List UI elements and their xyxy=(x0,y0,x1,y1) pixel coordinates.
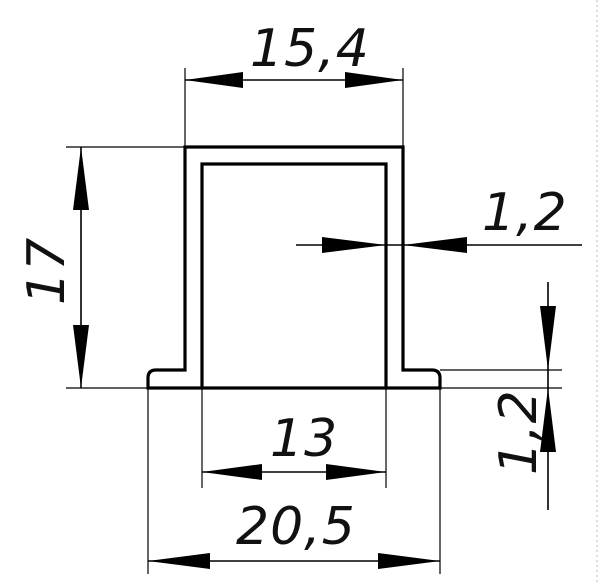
dimension-top-width: 15,4 xyxy=(184,19,404,147)
dimension-label-wall-thickness: 1,2 xyxy=(482,183,568,243)
dimension-height: 17 xyxy=(17,146,185,389)
channel-profile xyxy=(146,145,442,390)
profile-inner-outline xyxy=(200,162,388,388)
dimension-flange-thickness: 1,2 xyxy=(440,282,562,510)
dimension-label-top-width: 15,4 xyxy=(250,19,370,79)
dimension-label-flange-thickness: 1,2 xyxy=(489,389,549,475)
dimension-label-inner-width: 13 xyxy=(270,409,338,469)
dimension-label-base-width: 20,5 xyxy=(236,497,356,557)
dimension-label-height: 17 xyxy=(17,237,77,305)
dimension-wall-thickness: 1,2 xyxy=(296,183,582,253)
profile-outer-outline xyxy=(146,145,442,390)
dimension-base-width: 20,5 xyxy=(147,388,441,574)
dimension-inner-width: 13 xyxy=(201,388,387,488)
